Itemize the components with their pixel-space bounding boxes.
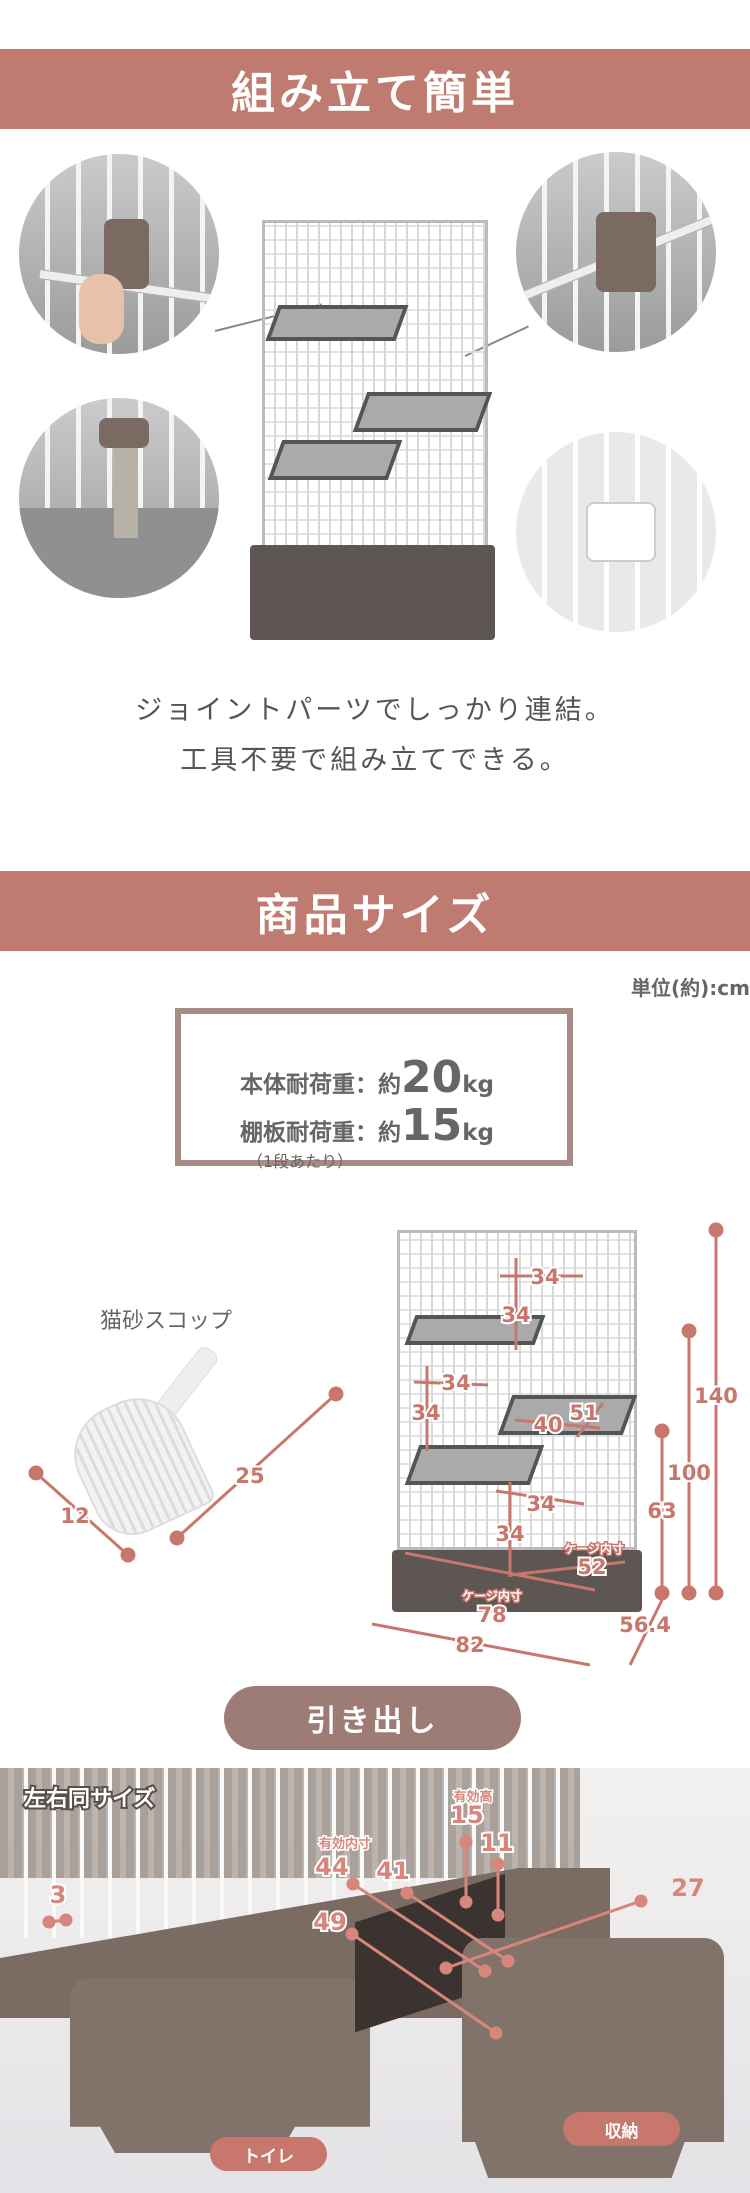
unit-label: 単位(約):cm: [631, 976, 750, 1000]
toilet-drawer: [70, 1978, 370, 2153]
dim-dot: [328, 1386, 344, 1402]
inner-width-line: [404, 1551, 596, 1592]
body-load-label: 本体耐荷重：約: [240, 1072, 401, 1098]
section-header-easy-assembly: 組み立て簡単: [0, 49, 750, 129]
dim-dot: [708, 1585, 724, 1601]
inner-width-label: 78: [477, 1603, 506, 1627]
shelf-load-unit: kg: [462, 1120, 494, 1146]
joint-closeup-image-2: [516, 152, 716, 352]
caption-line-2: 工具不要で組み立てできる。: [180, 745, 570, 776]
width-label: 82: [455, 1633, 484, 1657]
section-header-product-size: 商品サイズ: [0, 871, 750, 951]
d44-value: 44: [315, 1853, 348, 1881]
dim-dot: [28, 1465, 44, 1481]
shelf-width-label: 40: [533, 1413, 562, 1437]
caption-line-1: ジョイントパーツでしっかり連結。: [135, 695, 615, 726]
eff-inner-label: 有効内寸: [319, 1836, 371, 1852]
drawer-dimension-overlay: 15 11 44 41 3 49 27 有効高 有効内寸 左右同サイズ: [22, 1784, 705, 2040]
shelf-load-label: 棚板耐荷重：約: [240, 1120, 401, 1146]
h11-value: 11: [480, 1829, 513, 1857]
w27-line: [445, 1899, 642, 1970]
scoop-length-label: 25: [235, 1464, 264, 1488]
dimension-overlay: 12 25 34 34 34 34 51 40 34 34 52 78 82 5…: [28, 1222, 740, 1667]
w3-value: 3: [50, 1881, 67, 1909]
body-load-value: 20: [401, 1052, 463, 1103]
lower-height-label: 34: [495, 1522, 524, 1546]
toilet-badge: トイレ: [210, 2137, 327, 2171]
body-load-unit: kg: [462, 1072, 494, 1098]
scoop-width-label: 12: [60, 1504, 89, 1528]
d49-line: [351, 1932, 497, 2035]
shelf-load-note: （1段あたり）: [247, 1152, 354, 1171]
dim-dot: [654, 1423, 670, 1439]
eff-height-label: 有効高: [453, 1789, 492, 1805]
shelf-depth-label: 51: [569, 1401, 598, 1425]
lower-width-label: 34: [526, 1492, 555, 1516]
d49-value: 49: [313, 1908, 346, 1936]
height-140-label: 140: [694, 1384, 738, 1408]
d44-line: [352, 1882, 486, 1973]
inner-depth-caption: ケージ内寸: [564, 1541, 624, 1556]
d41-value: 41: [376, 1857, 409, 1885]
d41-line: [406, 1891, 509, 1963]
shelf-load-value: 15: [401, 1100, 463, 1151]
height-63-label: 63: [647, 1499, 676, 1523]
diagram-base: [392, 1550, 642, 1612]
w27-value: 27: [671, 1874, 704, 1902]
height-100-label: 100: [667, 1461, 711, 1485]
joint-closeup-image: [19, 154, 219, 354]
dim-dot: [681, 1585, 697, 1601]
inner-depth-label: 52: [577, 1555, 606, 1579]
depth-label: 56.4: [619, 1613, 671, 1637]
body-load: 本体耐荷重：約20kg: [240, 1052, 494, 1103]
shelf-load: 棚板耐荷重：約15kg: [240, 1100, 494, 1151]
screw-closeup-image: [19, 398, 219, 598]
upper-height-label: 34: [501, 1303, 530, 1327]
scoop-label: 猫砂スコップ: [100, 1309, 233, 1334]
scoop-width-line: [35, 1471, 129, 1557]
load-capacity-box: 本体耐荷重：約20kg 棚板耐荷重：約15kg （1段あたり）: [175, 1008, 573, 1171]
cage-base: [250, 545, 495, 640]
depth-56-line: [628, 1599, 664, 1666]
same-size-label: 左右同サイズ: [24, 1786, 155, 1812]
inner-width-caption: ケージ内寸: [462, 1588, 522, 1603]
inner-depth-line: [509, 1560, 626, 1577]
upper-width-label: 34: [530, 1265, 559, 1289]
dim-dot: [654, 1585, 670, 1601]
mid-width-label: 34: [441, 1371, 470, 1395]
dim-dot: [169, 1530, 185, 1546]
dim-dot: [708, 1222, 724, 1238]
dim-dot: [681, 1323, 697, 1339]
mid-height-label: 34: [411, 1401, 440, 1425]
connector-closeup-image: [516, 432, 716, 632]
eff-height-value: 15: [450, 1801, 483, 1829]
dim-dot: [120, 1547, 136, 1563]
shelf-d-line: [575, 1402, 605, 1438]
width-82-line: [371, 1622, 591, 1667]
scoop-length-line: [175, 1392, 338, 1540]
section-header-drawer: 引き出し: [224, 1686, 521, 1750]
storage-badge: 収納: [563, 2112, 680, 2146]
